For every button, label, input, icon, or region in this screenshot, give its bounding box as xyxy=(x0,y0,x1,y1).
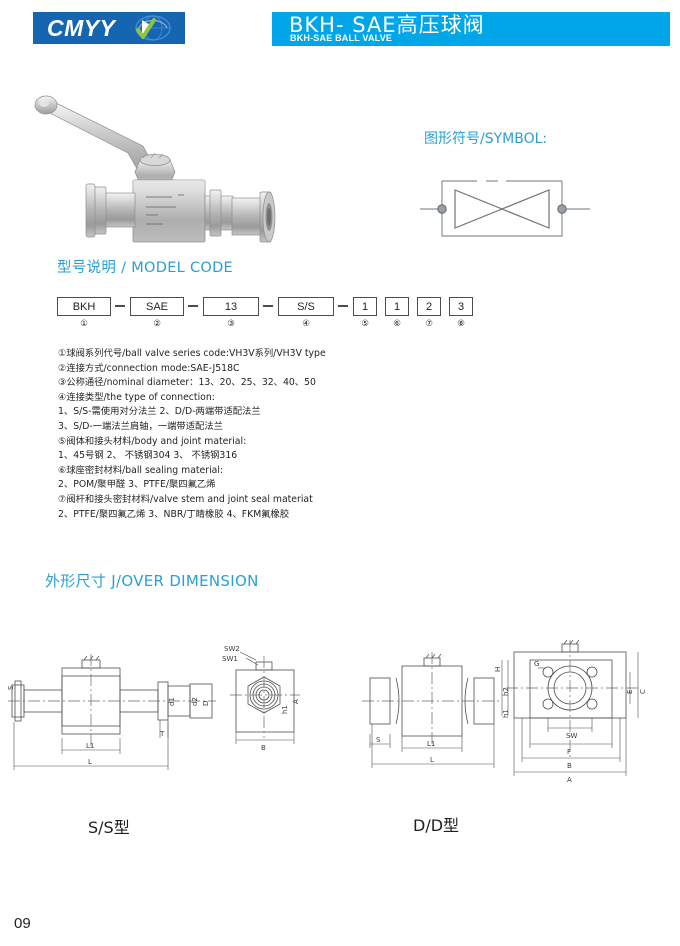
page-header: CMYY BKH- SAE高压球阀 BKH-SAE BALL VALVE xyxy=(0,0,680,60)
model-code-descriptions: ①球阀系列代号/ball valve series code:VH3V系列/VH… xyxy=(58,347,418,522)
symbol-section: 图形符号/SYMBOL: xyxy=(420,128,644,248)
drawing-label-ss: S/S型 xyxy=(88,818,130,837)
dimension-drawing-ss: L1 L d1 d2 D S T SW2 SW1 B A h1 xyxy=(8,645,300,770)
svg-text:E: E xyxy=(626,690,634,694)
valve-port-left xyxy=(85,183,136,238)
valve-symbol-diagram xyxy=(420,180,590,237)
svg-text:SW1: SW1 xyxy=(222,655,238,663)
description-line: ④连接类型/the type of connection: xyxy=(58,391,215,403)
model-code-cell: 1 xyxy=(353,297,377,316)
model-code-index: ⑥ xyxy=(393,319,401,329)
model-code-index: ③ xyxy=(227,319,235,329)
model-code-index: ② xyxy=(153,319,161,329)
svg-text:L: L xyxy=(88,758,92,766)
model-code-cell: 1 xyxy=(385,297,409,316)
model-code-index: ⑧ xyxy=(457,319,465,329)
svg-text:d2: d2 xyxy=(191,697,199,706)
description-line: 2、POM/聚甲醛 3、PTFE/聚四氟乙烯 xyxy=(58,479,216,491)
svg-text:L1: L1 xyxy=(86,742,94,750)
description-line: ⑦阀杆和接头密封材料/valve stem and joint seal mat… xyxy=(58,493,313,505)
model-code-heading: 型号说明 / MODEL CODE xyxy=(57,260,234,276)
description-line: 3、S/D-一端法兰肩轴，一端带适配法兰 xyxy=(58,420,223,432)
description-line: 1、S/S-需使用对分法兰 2、D/D-两端带适配法兰 xyxy=(58,406,261,418)
logo-mark-icon xyxy=(135,15,171,41)
model-code-index: ⑤ xyxy=(361,319,369,329)
model-code-index: ④ xyxy=(302,319,310,329)
model-code-dash xyxy=(338,305,348,307)
svg-text:B: B xyxy=(261,744,266,752)
model-code-cell: 3 xyxy=(449,297,473,316)
valve-stem-nut xyxy=(134,152,176,185)
svg-text:d1: d1 xyxy=(168,697,176,706)
svg-text:A: A xyxy=(292,699,300,704)
svg-text:T: T xyxy=(159,730,165,738)
model-code-dash xyxy=(188,305,198,307)
svg-text:SW2: SW2 xyxy=(224,645,240,653)
page-title-en: BKH-SAE BALL VALVE xyxy=(290,33,393,43)
svg-text:h1: h1 xyxy=(281,705,289,714)
description-line: ②连接方式/connection mode:SAE-J518C xyxy=(58,362,240,374)
svg-text:S: S xyxy=(376,736,381,744)
svg-text:A: A xyxy=(567,776,572,784)
page-number: 09 xyxy=(14,915,31,932)
dimension-drawing-dd: L1 L S SW F xyxy=(362,639,647,784)
description-line: 1、45号钢 2、 不锈钢304 3、 不锈钢316 xyxy=(58,450,238,462)
model-code-cell: 13 xyxy=(203,297,259,316)
description-line: ③公称通径/nominal diameter：13、20、25、32、40、50 xyxy=(58,377,316,389)
dimension-heading: 外形尺寸 J/OVER DIMENSION xyxy=(45,572,259,590)
valve-lever xyxy=(34,95,156,175)
logo-text: CMYY xyxy=(47,15,116,41)
svg-text:D: D xyxy=(202,701,210,706)
svg-text:C: C xyxy=(639,689,647,694)
product-photo-ball-valve xyxy=(34,95,276,243)
model-code-index: ① xyxy=(80,319,88,329)
company-logo: CMYY xyxy=(33,12,185,44)
svg-text:SW: SW xyxy=(566,732,577,740)
svg-text:G: G xyxy=(534,660,539,668)
svg-text:L1: L1 xyxy=(427,740,435,748)
model-code-dash xyxy=(263,305,273,307)
valve-port-right xyxy=(204,189,276,243)
svg-text:h1: h1 xyxy=(502,709,510,718)
page-title-bar: BKH- SAE高压球阀 BKH-SAE BALL VALVE xyxy=(272,12,670,46)
model-code-cell: SAE xyxy=(130,297,184,316)
valve-body-engraving xyxy=(146,194,184,225)
model-code-cell: S/S xyxy=(278,297,334,316)
svg-text:B: B xyxy=(567,762,572,770)
page-title-cn: BKH- SAE高压球阀 xyxy=(289,13,485,37)
description-line: 2、PTFE/聚四氟乙烯 3、NBR/丁睛橡胶 4、FKM氟橡胶 xyxy=(58,508,290,520)
description-line: ⑤阀体和接头材料/body and joint material: xyxy=(58,435,247,447)
description-line: ①球阀系列代号/ball valve series code:VH3V系列/VH… xyxy=(58,348,326,359)
symbol-title: 图形符号/SYMBOL: xyxy=(424,131,548,147)
svg-text:L: L xyxy=(430,756,434,764)
valve-body xyxy=(132,179,206,243)
model-code-cell: 2 xyxy=(417,297,441,316)
model-code-index: ⑦ xyxy=(425,319,433,329)
svg-text:F: F xyxy=(567,748,571,756)
svg-text:h2: h2 xyxy=(502,687,510,696)
drawing-label-dd: D/D型 xyxy=(413,816,460,835)
model-code-dash xyxy=(115,305,125,307)
svg-text:S: S xyxy=(8,685,15,690)
svg-text:H: H xyxy=(494,667,502,672)
model-code-cell: BKH xyxy=(57,297,111,316)
description-line: ⑥球座密封材料/ball sealing material: xyxy=(58,464,224,476)
